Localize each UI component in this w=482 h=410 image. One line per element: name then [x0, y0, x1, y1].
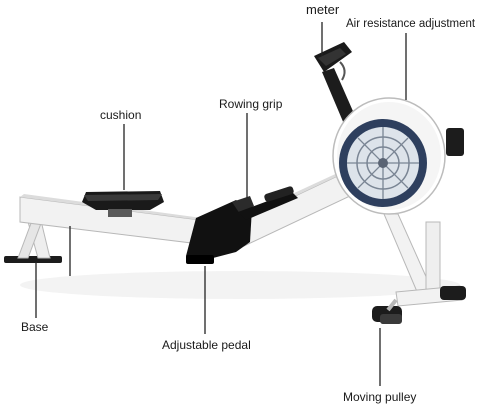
air-resistance-fan: [332, 97, 446, 215]
label-adjustable-pedal: Adjustable pedal: [162, 338, 251, 352]
label-moving-pulley: Moving pulley: [343, 390, 417, 404]
fan-side-handle: [446, 128, 464, 156]
label-cushion: cushion: [100, 108, 142, 122]
label-base: Base: [21, 320, 49, 334]
label-air-resistance-adjustment: Air resistance adjustment: [346, 18, 476, 30]
front-leg: [372, 213, 466, 324]
label-rowing-grip: Rowing grip: [219, 97, 283, 111]
rowing-grip: [238, 186, 298, 220]
floor-shadow: [20, 271, 460, 299]
seat-cushion: [82, 191, 164, 217]
adjustable-pedal: [186, 196, 254, 264]
leader-lines: [35, 22, 407, 386]
label-meter: meter: [306, 2, 340, 17]
meter-arm: [314, 42, 356, 124]
